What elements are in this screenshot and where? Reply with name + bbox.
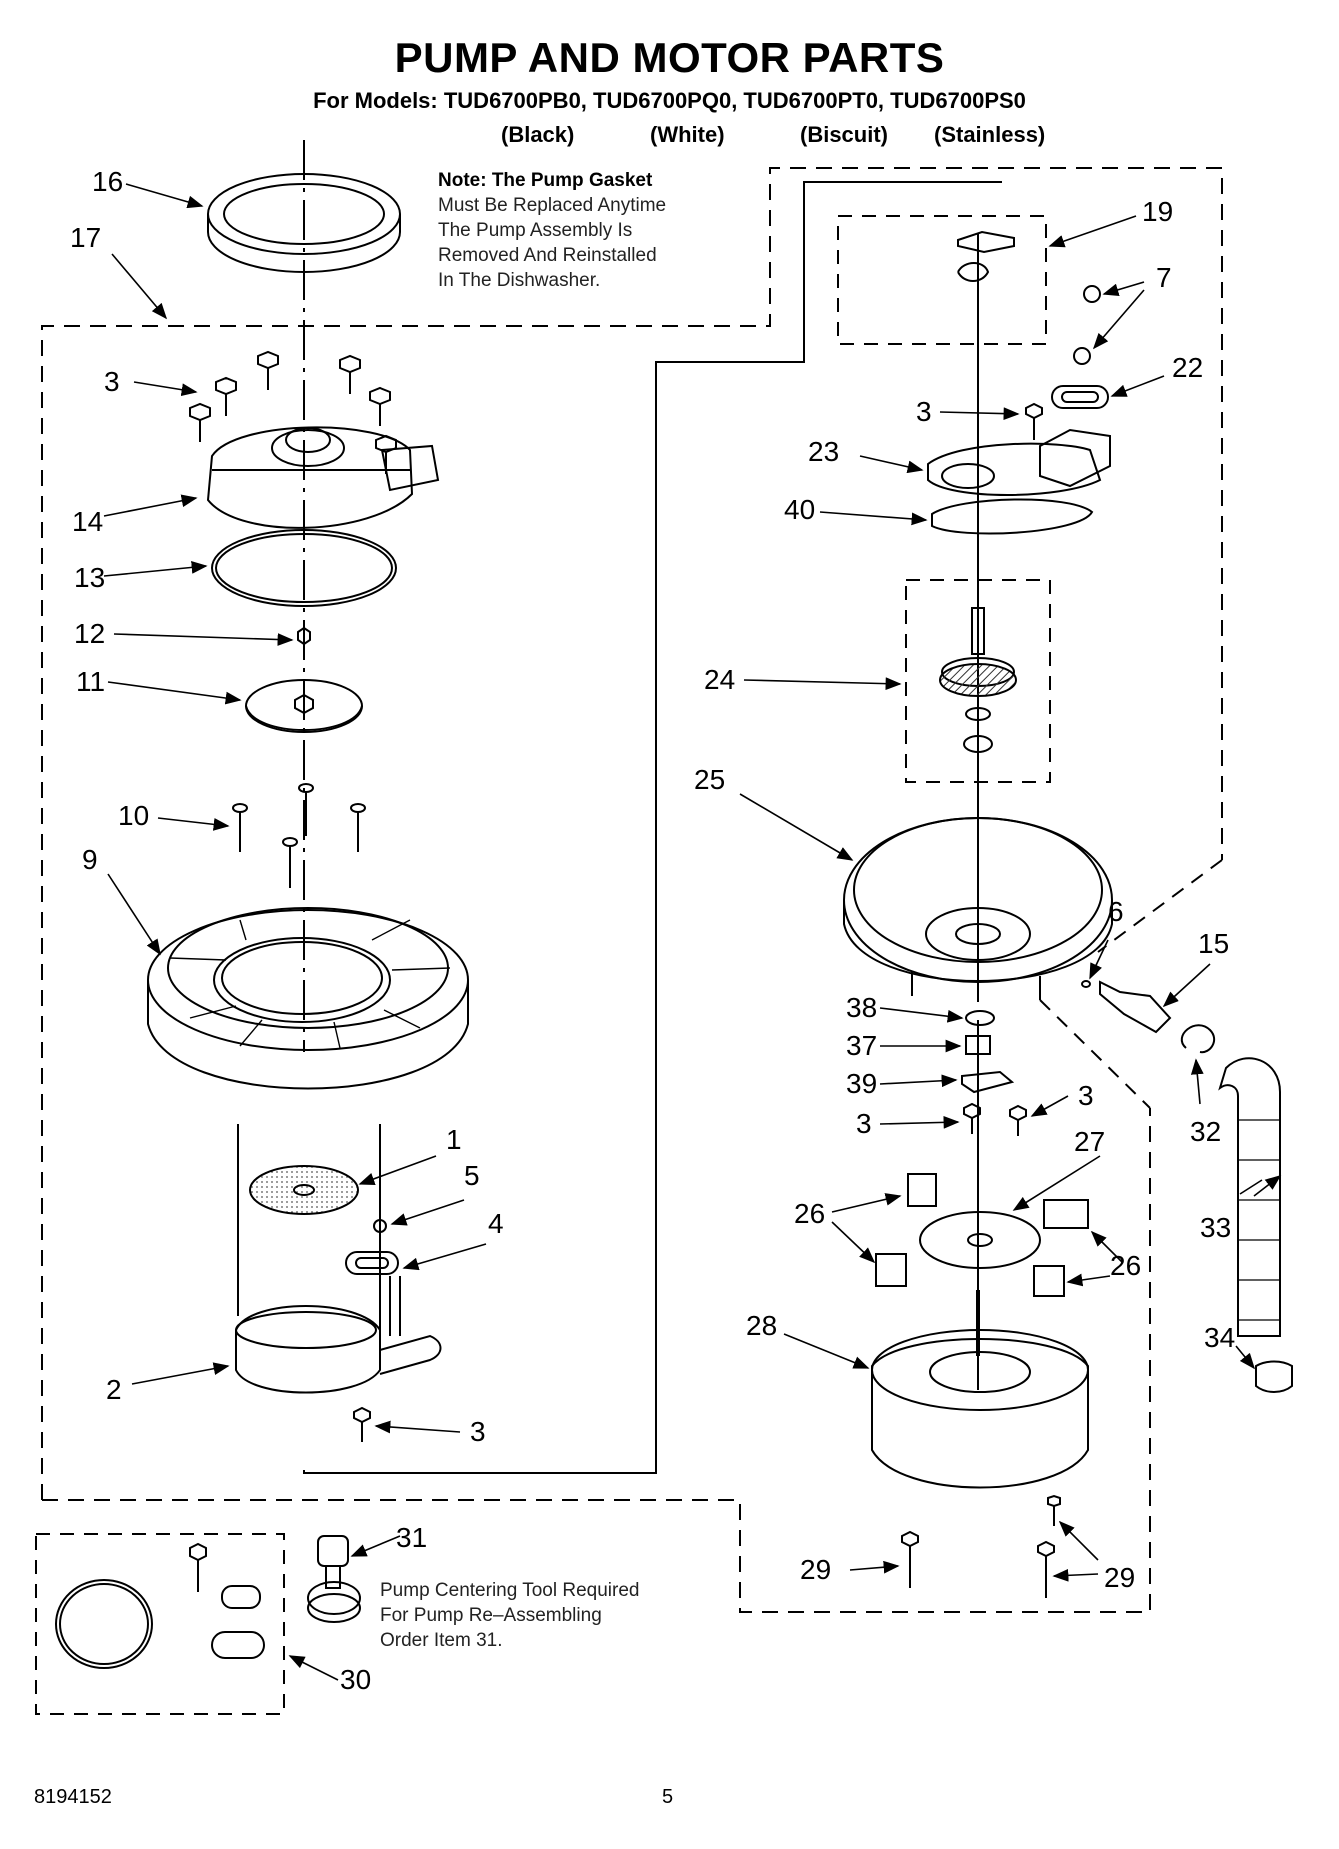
callout-3: 3: [104, 366, 120, 397]
callout-32: 32: [1190, 1116, 1222, 1147]
color-stainless-label: (Stainless): [934, 122, 1046, 147]
callout-5: 5: [464, 1160, 480, 1191]
callout-26: 26: [1110, 1250, 1142, 1281]
color-biscuit-label: (Biscuit): [800, 122, 888, 147]
tool-note-line: For Pump Re–Assembling: [380, 1605, 602, 1626]
gasket-note-line: Must Be Replaced Anytime: [438, 195, 667, 216]
tool-note: Pump Centering Tool Required For Pump Re…: [380, 1578, 639, 1653]
callout-24: 24: [704, 664, 736, 695]
callout-14: 14: [72, 506, 104, 537]
tool-note-line: Pump Centering Tool Required: [380, 1580, 640, 1601]
callout-34: 34: [1204, 1322, 1236, 1353]
callout-2: 2: [106, 1374, 122, 1405]
callout-6: 6: [1108, 896, 1124, 927]
gasket-note-heading: Note: The Pump Gasket: [438, 170, 653, 191]
callout-16: 16: [92, 166, 124, 197]
gasket-note: Note: The Pump Gasket Must Be Replaced A…: [438, 168, 666, 293]
callout-9: 9: [82, 844, 98, 875]
callout-31: 31: [396, 1522, 428, 1553]
color-white-label: (White): [650, 122, 725, 147]
page-number: 5: [662, 1786, 674, 1808]
pump-assembly-outline: [303, 181, 1002, 1474]
callout-38: 38: [846, 992, 878, 1023]
callout-10: 10: [118, 800, 150, 831]
callout-3: 3: [916, 396, 932, 427]
hose-frame: [1039, 859, 1223, 1109]
callout-28: 28: [746, 1310, 778, 1341]
switch-subassembly-frame: [837, 215, 1047, 345]
document-number: 8194152: [34, 1786, 112, 1808]
callout-7: 7: [1156, 262, 1172, 293]
callout-39: 39: [846, 1068, 878, 1099]
gasket-note-line: The Pump Assembly Is: [438, 220, 633, 241]
callout-25: 25: [694, 764, 726, 795]
callout-22: 22: [1172, 352, 1204, 383]
callout-3: 3: [1078, 1080, 1094, 1111]
callout-30: 30: [340, 1664, 372, 1695]
callout-29: 29: [800, 1554, 832, 1585]
callout-29: 29: [1104, 1562, 1136, 1593]
gasket-note-line: Removed And Reinstalled: [438, 245, 657, 266]
callout-12: 12: [74, 618, 106, 649]
callout-19: 19: [1142, 196, 1174, 227]
models-line: For Models: TUD6700PB0, TUD6700PQ0, TUD6…: [313, 88, 1026, 113]
callout-15: 15: [1198, 928, 1230, 959]
callout-33: 33: [1200, 1212, 1232, 1243]
callout-4: 4: [488, 1208, 504, 1239]
callout-3: 3: [470, 1416, 486, 1447]
left-assembly-frame: [41, 167, 1223, 1613]
callout-37: 37: [846, 1030, 878, 1061]
color-black-label: (Black): [501, 122, 575, 147]
callout-13: 13: [74, 562, 106, 593]
gasket-note-line: In The Dishwasher.: [438, 270, 601, 291]
callout-1: 1: [446, 1124, 462, 1155]
callout-27: 27: [1074, 1126, 1106, 1157]
tool-kit-frame: [35, 1533, 285, 1715]
callout-26: 26: [794, 1198, 826, 1229]
tool-note-line: Order Item 31.: [380, 1630, 503, 1651]
callout-40: 40: [784, 494, 816, 525]
callout-3: 3: [856, 1108, 872, 1139]
callout-17: 17: [70, 222, 102, 253]
screw-set: [189, 350, 397, 474]
callout-23: 23: [808, 436, 840, 467]
page-title: PUMP AND MOTOR PARTS: [394, 34, 945, 81]
callout-11: 11: [76, 666, 106, 697]
